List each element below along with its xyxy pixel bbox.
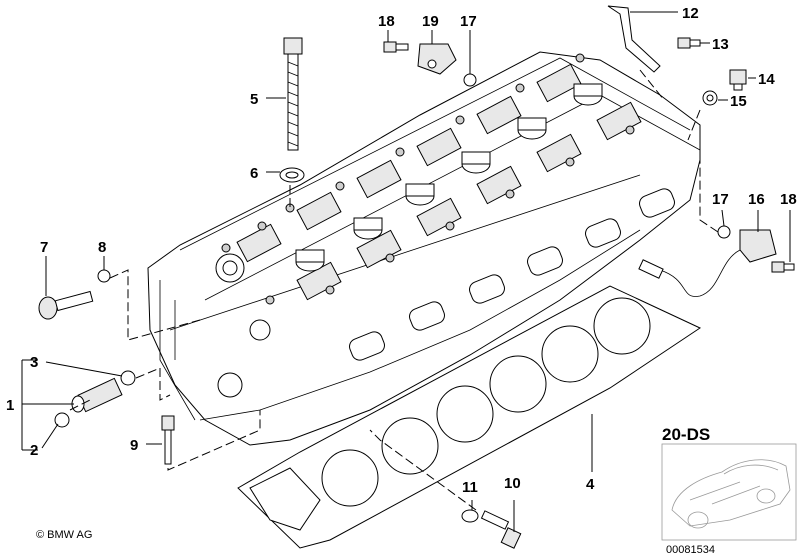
- assembly-lines: [69, 69, 719, 511]
- o-ring-17-top: [463, 73, 477, 87]
- exhaust-ports: [349, 188, 675, 361]
- camshaft-bearing-caps: [236, 63, 642, 301]
- car-thumbnail-icon: [671, 459, 791, 529]
- sensor-19: [417, 43, 457, 75]
- tappet-bores: [295, 83, 603, 272]
- washer-6: [279, 167, 305, 183]
- callout-19: 19: [422, 13, 439, 30]
- screw-13: [677, 37, 701, 49]
- callout-5: 5: [250, 91, 258, 108]
- callout-17-right: 17: [712, 191, 729, 208]
- bolt-10: [480, 510, 522, 549]
- copyright-text: © BMW AG: [36, 529, 92, 541]
- callout-18-right: 18: [780, 191, 797, 208]
- callout-18-top: 18: [378, 13, 395, 30]
- vehicle-ref-label: 20-DS: [662, 425, 710, 444]
- plug-14: [729, 69, 747, 91]
- callout-8: 8: [98, 239, 106, 256]
- bracket-12: [607, 5, 661, 73]
- callout-17-top: 17: [460, 13, 477, 30]
- o-ring-17-right: [717, 225, 731, 239]
- document-number: 00081534: [666, 544, 715, 556]
- cylinder-head: [147, 51, 701, 446]
- head-bolts: [221, 53, 635, 305]
- callout-1: 1: [6, 397, 14, 414]
- callout-6: 6: [250, 165, 258, 182]
- seal-3: [120, 370, 136, 386]
- callout-12: 12: [682, 5, 699, 22]
- callout-2: 2: [30, 442, 38, 459]
- seal-2: [54, 412, 70, 428]
- callout-15: 15: [730, 93, 747, 110]
- callout-11: 11: [462, 479, 478, 496]
- ring-15: [702, 90, 718, 106]
- callout-3: 3: [30, 354, 38, 371]
- bolt-5: [283, 37, 303, 151]
- tensioner-1: [71, 377, 123, 413]
- washer-8: [97, 269, 111, 283]
- callout-4: 4: [586, 476, 595, 493]
- callout-13: 13: [712, 36, 729, 53]
- screw-18-right: [771, 261, 795, 273]
- cylinder-head-gasket: [237, 285, 702, 549]
- leader-lines: [21, 11, 791, 532]
- callout-7: 7: [40, 239, 48, 256]
- callout-labels: 1 2 3 4 5 6 7 8 9 10 11 12 13 14 15 16 1…: [6, 5, 797, 496]
- callout-9: 9: [130, 437, 138, 454]
- sensor-16: [638, 229, 777, 297]
- bolt-9: [161, 415, 175, 465]
- callout-10: 10: [504, 475, 521, 492]
- callout-14: 14: [758, 71, 775, 88]
- bolt-7: [38, 290, 94, 320]
- vehicle-reference: 20-DS 00081534: [661, 425, 797, 556]
- washer-11: [461, 509, 479, 523]
- callout-16: 16: [748, 191, 765, 208]
- screw-18-top: [383, 41, 409, 53]
